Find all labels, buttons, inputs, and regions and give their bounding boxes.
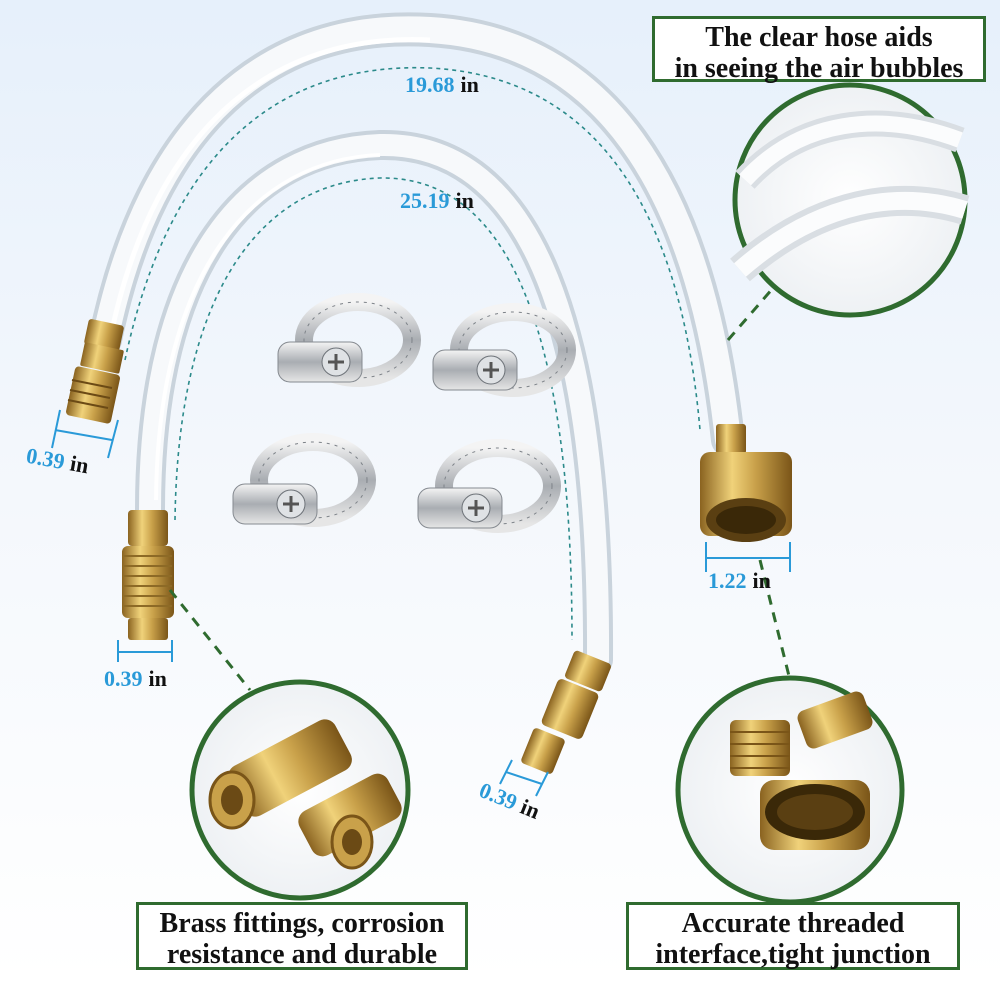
threaded-interface-callout: Accurate threaded interface,tight juncti…: [626, 902, 960, 970]
dimension-value: 25.19: [400, 188, 450, 213]
callout-line: in seeing the air bubbles: [674, 52, 964, 84]
brass-detail-lens: [189, 679, 411, 901]
dimension-unit: in: [460, 72, 479, 97]
left-brass-fitting: [66, 319, 124, 424]
short-hose: [135, 129, 614, 675]
brass-fittings-callout: Brass fittings, corrosion resistance and…: [136, 902, 468, 970]
quick-coupler-fitting: [122, 510, 174, 640]
dimension-unit: in: [148, 666, 167, 691]
dimension-unit: in: [752, 568, 771, 593]
hose-clamp: [232, 433, 376, 527]
hose-detail-lens: [730, 82, 970, 318]
callout-line: Brass fittings, corrosion: [159, 908, 445, 939]
thread-detail-lens: [675, 675, 905, 905]
short-hose-length-guide: [174, 177, 573, 641]
hose-clamp: [417, 439, 561, 533]
callout-line: resistance and durable: [166, 938, 438, 970]
long-hose: [88, 12, 745, 457]
hose-clamp: [277, 293, 421, 387]
leader-lines: [168, 279, 792, 691]
dimension-value: 0.39: [24, 442, 67, 475]
long-hose-length-guide: [124, 66, 701, 431]
dimension-value: 0.39: [104, 666, 143, 691]
bottom-brass-fitting: [521, 650, 611, 774]
callout-line: The clear hose aids: [705, 22, 933, 53]
callout-line: interface,tight junction: [655, 938, 931, 970]
callout-line: Accurate threaded: [681, 908, 905, 939]
hose-clamp: [432, 303, 576, 397]
garden-hose-nut: [700, 424, 792, 542]
dimension-value: 19.68: [405, 72, 455, 97]
dimension-value: 1.22: [708, 568, 747, 593]
dimension-brackets: [51, 409, 791, 797]
clear-hose-callout: The clear hose aids in seeing the air bu…: [652, 16, 986, 84]
dimension-unit: in: [455, 188, 474, 213]
